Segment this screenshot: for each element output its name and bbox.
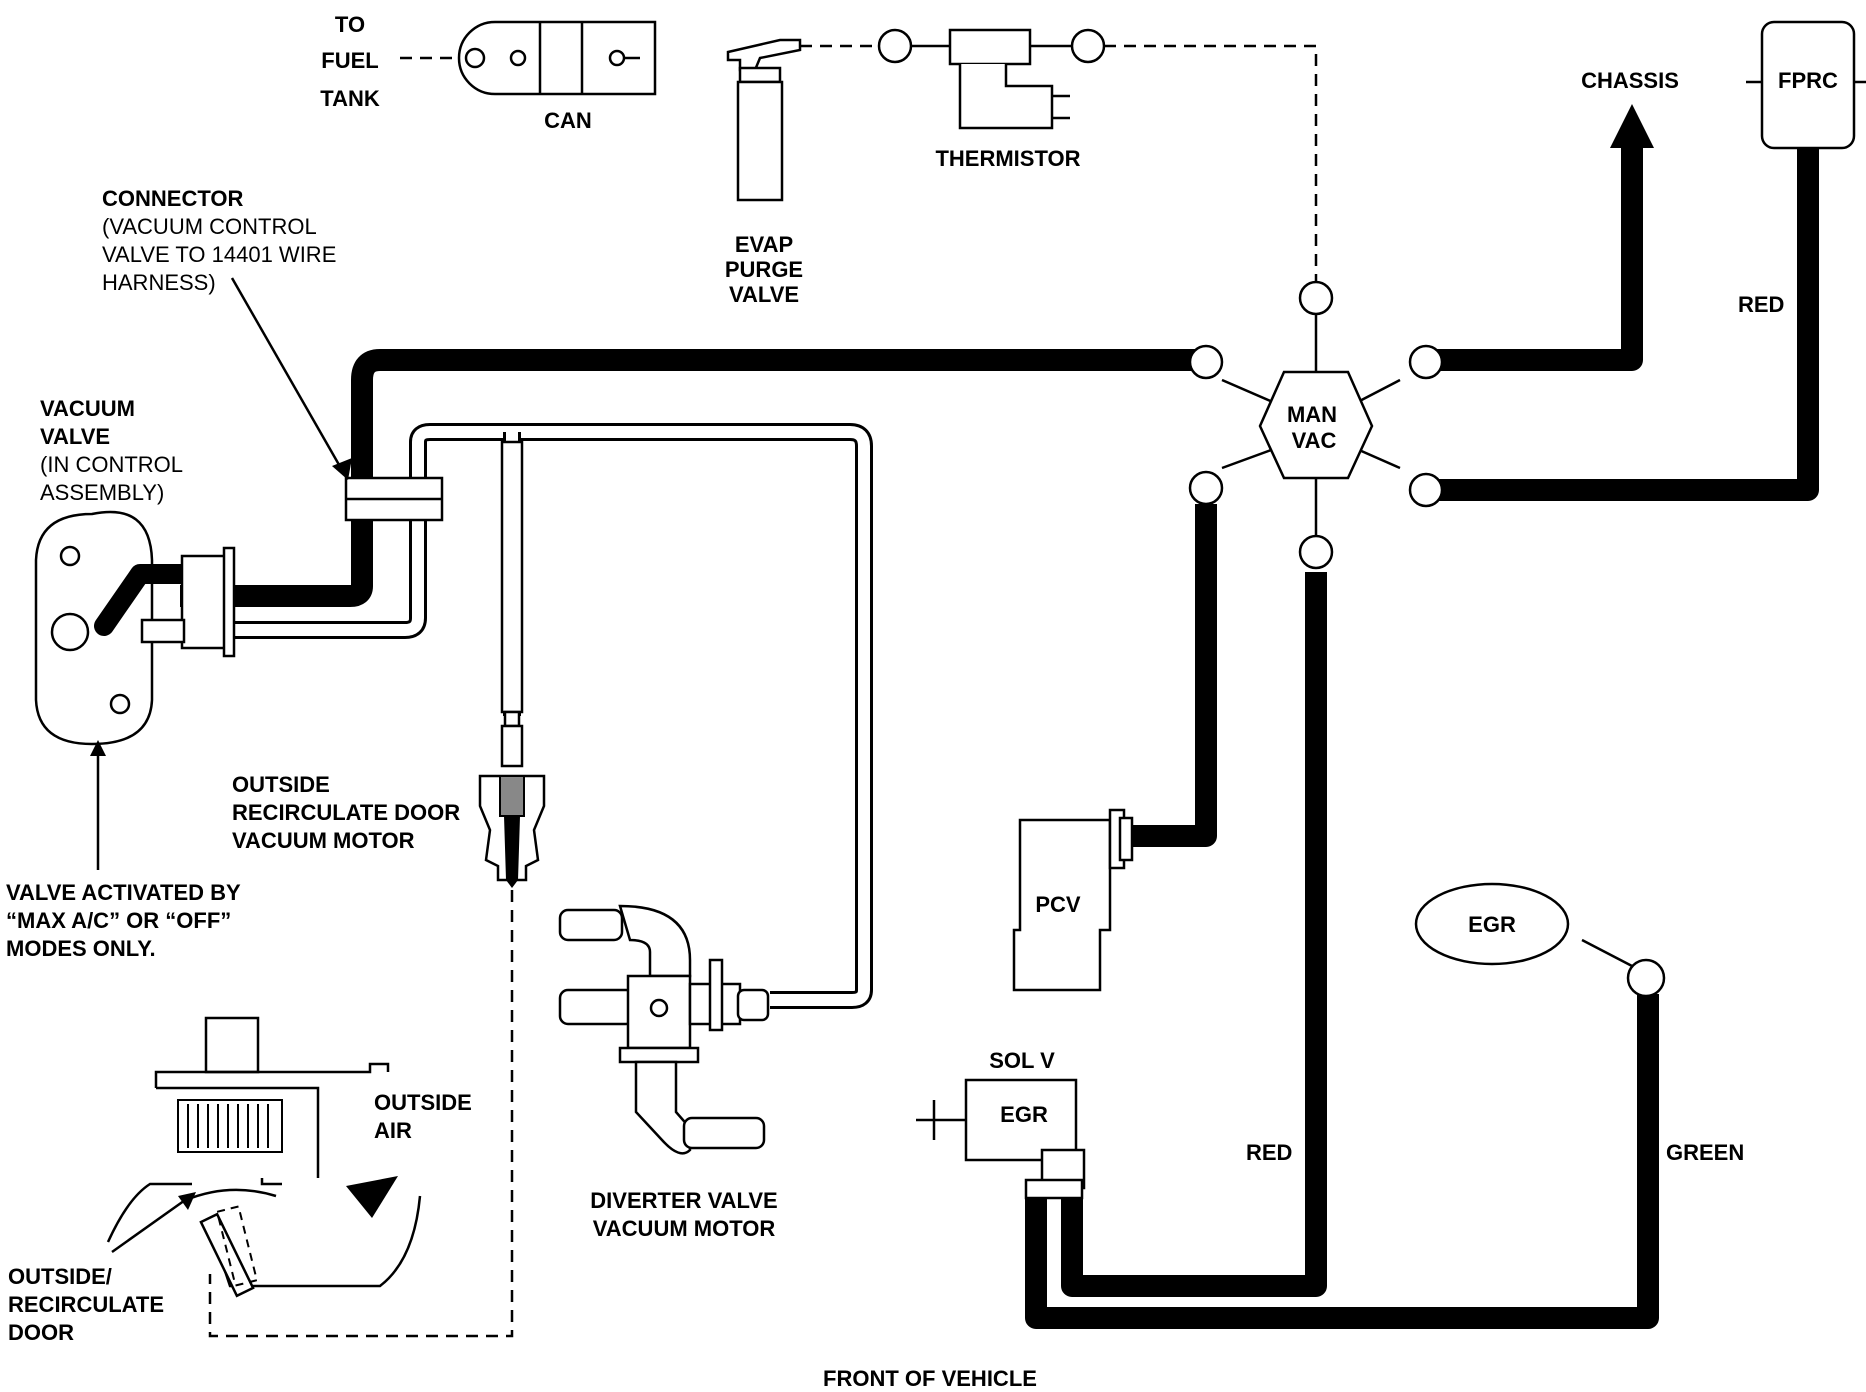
chassis-label: CHASSIS xyxy=(1581,68,1679,93)
diverter-valve-vacuum-motor-label: VACUUM MOTOR xyxy=(593,1216,776,1241)
diverter-valve-vacuum-motor xyxy=(558,904,770,1155)
hose-manvac-to-vacuum-valve xyxy=(180,349,1206,607)
man-vac xyxy=(1258,370,1374,480)
diverter-valve-vacuum-motor-label: DIVERTER VALVE xyxy=(590,1188,777,1213)
outside-recirculate-door-label: RECIRCULATE xyxy=(8,1292,164,1317)
to-fuel-tank-label: TANK xyxy=(320,86,380,111)
outside-recirculate-door-vacuum-motor-label: OUTSIDE xyxy=(232,772,330,797)
connector-label: HARNESS) xyxy=(102,270,216,295)
red-label: RED xyxy=(1738,292,1784,317)
evap-purge-valve-label: EVAP xyxy=(735,232,793,257)
thin-hoses xyxy=(165,423,873,1009)
egr-sol-v xyxy=(916,1078,1086,1200)
man-vac-label: MAN xyxy=(1287,402,1337,427)
connector-label: CONNECTOR xyxy=(102,186,243,211)
hose-to-pcv xyxy=(1130,504,1217,847)
vacuum-valve-label: (IN CONTROL xyxy=(40,452,183,477)
outside-recirculate-door-vacuum-motor-label: VACUUM MOTOR xyxy=(232,828,415,853)
man-vac-label: VAC xyxy=(1292,428,1337,453)
outside-recirculate-door-vacuum-motor xyxy=(478,774,546,888)
valve-activated-label: “MAX A/C” OR “OFF” xyxy=(6,908,231,933)
front-of-vehicle-label: FRONT OF VEHICLE xyxy=(823,1366,1037,1391)
fprc xyxy=(1746,20,1866,150)
hose-to-fprc xyxy=(1426,148,1819,501)
to-fuel-tank-label: TO xyxy=(335,12,365,37)
outside-recirculate-door-label: DOOR xyxy=(8,1320,74,1345)
red-lower-label: RED xyxy=(1246,1140,1292,1165)
door-leader xyxy=(111,1196,189,1254)
port-circle xyxy=(1298,534,1334,570)
vacuum-valve-label: VALVE xyxy=(40,424,110,449)
port-circle xyxy=(1626,958,1666,998)
thermistor-label: THERMISTOR xyxy=(935,146,1080,171)
connector-label: VALVE TO 14401 WIRE xyxy=(102,242,336,267)
vacuum-valve-label: VACUUM xyxy=(40,396,135,421)
sol-v-label: SOL V xyxy=(989,1048,1055,1073)
connector-label: (VACUUM CONTROL xyxy=(102,214,317,239)
chassis-arrow xyxy=(1610,104,1654,148)
pcv xyxy=(1012,808,1134,992)
port-circle xyxy=(1188,470,1224,506)
egr-label: EGR xyxy=(1468,912,1516,937)
port-circle xyxy=(1188,344,1224,380)
thermistor xyxy=(948,28,1072,130)
port-circle xyxy=(1070,28,1106,64)
can-label: CAN xyxy=(544,108,592,133)
outside-air-housing xyxy=(106,1016,422,1298)
egr-sol-label: EGR xyxy=(1000,1102,1048,1127)
port-circle xyxy=(877,28,913,64)
to-fuel-tank-label: FUEL xyxy=(321,48,378,73)
thermistor-to-manvac-line xyxy=(1104,44,1318,282)
hose-red-to-egr-sol xyxy=(1061,572,1327,1297)
green-label: GREEN xyxy=(1666,1140,1744,1165)
port-circle xyxy=(1408,344,1444,380)
port-circle xyxy=(1298,280,1334,316)
can xyxy=(457,20,657,96)
vacuum-valve-label: ASSEMBLY) xyxy=(40,480,164,505)
valve-activated-label: MODES ONLY. xyxy=(6,936,156,961)
hose-to-chassis xyxy=(1426,140,1643,371)
evap-section xyxy=(400,20,1318,282)
valve-activated-label: VALVE ACTIVATED BY xyxy=(6,880,241,905)
fprc-label: FPRC xyxy=(1778,68,1838,93)
outside-recirculate-door-vacuum-motor-label: RECIRCULATE DOOR xyxy=(232,800,460,825)
pcv-label: PCV xyxy=(1035,892,1081,917)
outside-air-label: OUTSIDE xyxy=(374,1090,472,1115)
connector-leader xyxy=(230,277,344,471)
port-circle xyxy=(1408,472,1444,508)
hose-green-to-egr-sol xyxy=(1025,994,1659,1329)
door-linkage-line xyxy=(208,890,514,1338)
evap-purge-valve-label: PURGE xyxy=(725,257,803,282)
evap-purge-valve-label: VALVE xyxy=(729,282,799,307)
evap-purge-valve xyxy=(726,38,802,202)
connector xyxy=(344,476,444,522)
outside-air-label: AIR xyxy=(374,1118,412,1143)
outside-recirculate-door-label: OUTSIDE/ xyxy=(8,1264,112,1289)
vacuum-valve xyxy=(34,510,236,746)
egr xyxy=(1414,882,1570,966)
man-vac-hub: MAN VAC xyxy=(1221,314,1401,536)
